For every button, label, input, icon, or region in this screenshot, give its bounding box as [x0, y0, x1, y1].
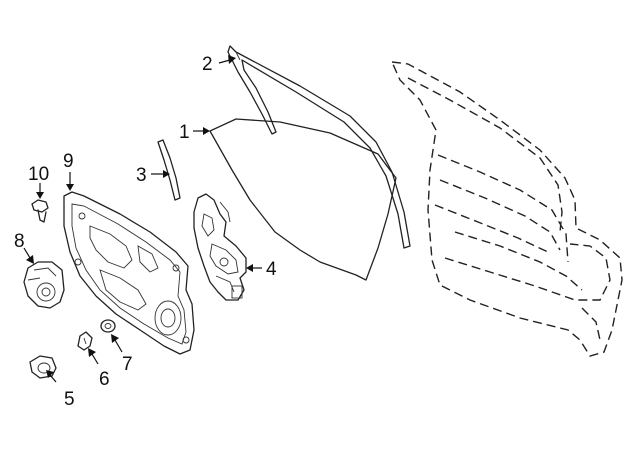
callout-7: 7 — [122, 354, 133, 375]
callout-2: 2 — [202, 54, 213, 75]
callout-5: 5 — [64, 389, 75, 410]
door-shell-outline — [390, 61, 623, 357]
window-regulator-part — [193, 193, 247, 301]
callout-8: 8 — [14, 231, 25, 252]
callout-10: 10 — [28, 164, 49, 185]
door-glass-part — [209, 118, 397, 281]
callout-4: 4 — [266, 259, 277, 280]
division-bar-part — [157, 139, 181, 201]
clip-part — [77, 331, 93, 351]
grommet-part — [100, 319, 116, 333]
callout-leaders — [23, 55, 262, 383]
door-module-panel-part — [63, 191, 195, 355]
bolt-part — [31, 199, 49, 223]
window-motor-part — [23, 261, 65, 309]
switch-part — [29, 355, 57, 379]
glass-run-channel-part — [227, 45, 411, 249]
callout-3: 3 — [136, 165, 147, 186]
callout-6: 6 — [99, 369, 110, 390]
callout-1: 1 — [179, 122, 190, 143]
callout-9: 9 — [63, 151, 74, 172]
